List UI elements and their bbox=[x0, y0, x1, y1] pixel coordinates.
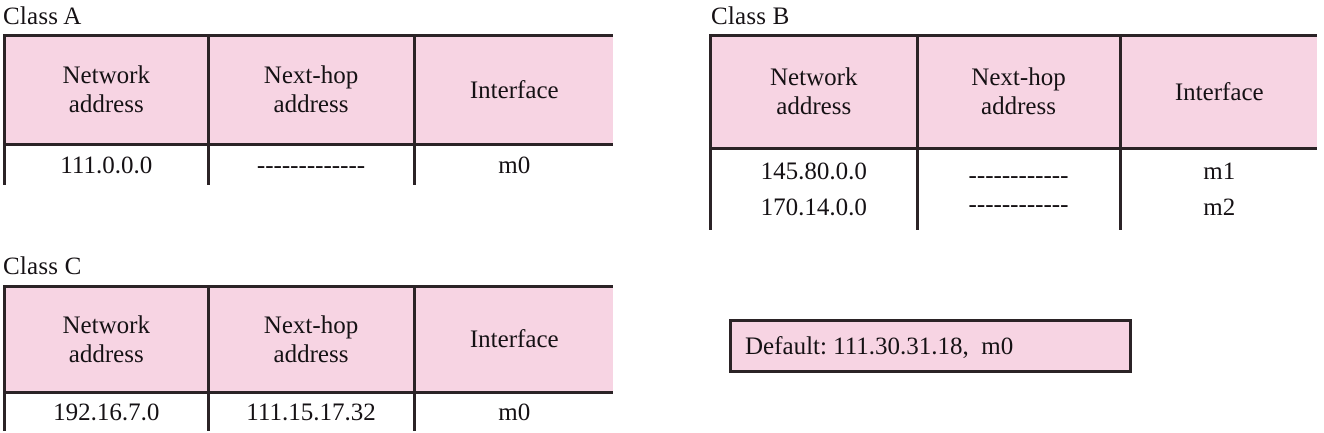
header-line-1: Network bbox=[62, 311, 150, 339]
table-header-row: Network address Next-hop address Interfa… bbox=[6, 288, 613, 394]
cell-interface-column: m1 m2 bbox=[1118, 148, 1317, 230]
routing-table-class-b: Network address Next-hop address Interfa… bbox=[709, 34, 1317, 230]
cell-nexthop-address: 111.15.17.32 bbox=[206, 392, 414, 431]
column-header-interface: Interface bbox=[412, 37, 613, 146]
cell-nexthop-address-column: ------------ ------------ bbox=[915, 148, 1120, 230]
cell-network-address: 111.0.0.0 bbox=[6, 144, 208, 185]
column-header-nexthop-address: Next-hop address bbox=[915, 37, 1120, 150]
table-row-group: 145.80.0.0 170.14.0.0 ------------ -----… bbox=[712, 148, 1317, 230]
cell-interface: m2 bbox=[1203, 194, 1236, 221]
column-header-interface: Interface bbox=[1118, 37, 1317, 150]
routing-table-class-c: Network address Next-hop address Interfa… bbox=[3, 285, 613, 431]
column-header-network-address: Network address bbox=[6, 288, 208, 394]
header-line-2: address bbox=[273, 91, 349, 118]
header-line-2: address bbox=[776, 93, 852, 120]
header-line-1: Interface bbox=[469, 326, 559, 353]
class-b-label: Class B bbox=[711, 3, 790, 30]
header-line-2: address bbox=[273, 340, 349, 368]
cell-network-address: 170.14.0.0 bbox=[760, 194, 867, 221]
column-header-nexthop-address: Next-hop address bbox=[206, 288, 414, 394]
header-line-2: address bbox=[68, 340, 144, 368]
header-line-1: Interface bbox=[1174, 78, 1264, 106]
column-header-network-address: Network address bbox=[6, 37, 208, 146]
default-route-text: Default: 111.30.31.18, m0 bbox=[745, 332, 1014, 360]
column-header-interface: Interface bbox=[412, 288, 613, 394]
default-route-box: Default: 111.30.31.18, m0 bbox=[729, 319, 1132, 373]
cell-network-address-column: 145.80.0.0 170.14.0.0 bbox=[712, 148, 917, 230]
header-line-1: Next-hop bbox=[971, 64, 1066, 91]
header-line-1: Interface bbox=[469, 76, 559, 104]
column-header-network-address: Network address bbox=[712, 37, 917, 150]
class-c-label: Class C bbox=[3, 253, 82, 280]
header-line-1: Next-hop bbox=[263, 62, 359, 89]
table-header-row: Network address Next-hop address Interfa… bbox=[6, 37, 613, 146]
cell-nexthop-address: ------------ bbox=[968, 162, 1069, 189]
cell-network-address: 145.80.0.0 bbox=[760, 158, 867, 185]
table-row: 111.0.0.0 ------------- m0 bbox=[6, 144, 613, 185]
header-line-1: Next-hop bbox=[263, 311, 359, 339]
header-line-2: address bbox=[68, 91, 144, 118]
cell-interface: m0 bbox=[412, 144, 613, 185]
class-a-label: Class A bbox=[3, 3, 82, 30]
header-line-1: Network bbox=[62, 62, 150, 89]
table-row: 192.16.7.0 111.15.17.32 m0 bbox=[6, 392, 613, 431]
cell-network-address: 192.16.7.0 bbox=[6, 392, 208, 431]
cell-interface: m0 bbox=[412, 392, 613, 431]
header-line-1: Network bbox=[770, 64, 858, 91]
table-header-row: Network address Next-hop address Interfa… bbox=[712, 37, 1317, 150]
header-line-2: address bbox=[981, 93, 1056, 120]
cell-interface: m1 bbox=[1203, 158, 1236, 185]
cell-nexthop-address: ------------- bbox=[206, 144, 414, 185]
cell-nexthop-address: ------------ bbox=[968, 191, 1069, 218]
routing-table-class-a: Network address Next-hop address Interfa… bbox=[3, 34, 613, 185]
column-header-nexthop-address: Next-hop address bbox=[206, 37, 414, 146]
